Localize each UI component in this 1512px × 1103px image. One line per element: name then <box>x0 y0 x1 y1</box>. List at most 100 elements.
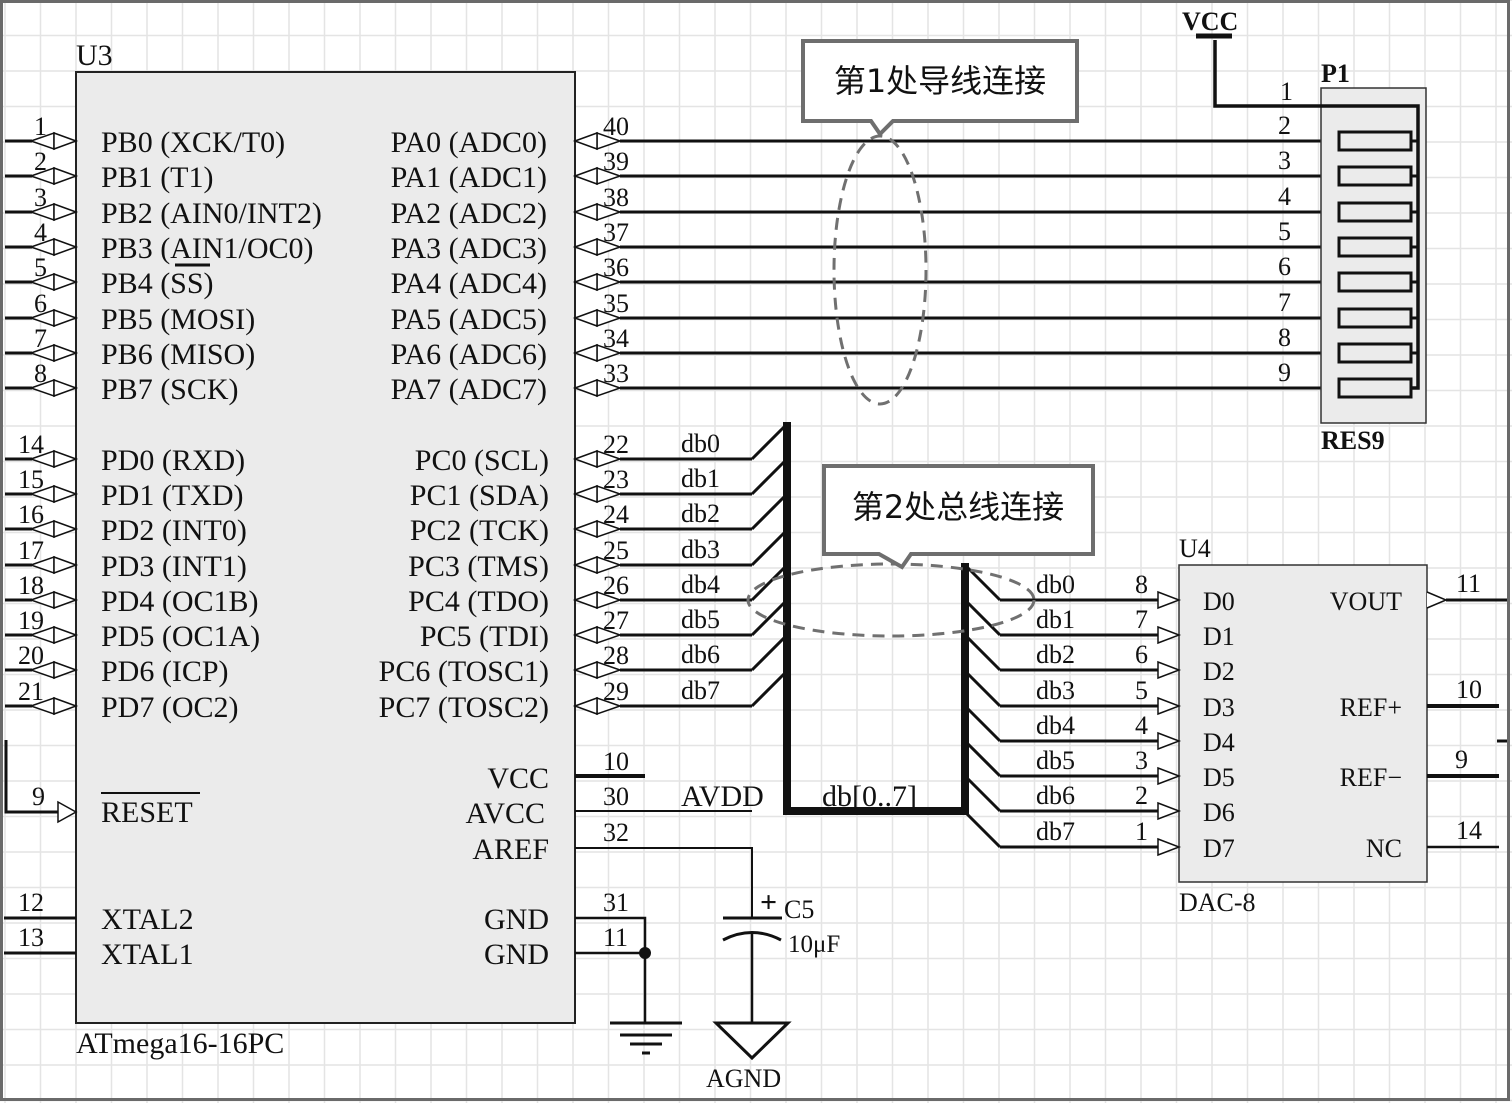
pin-name: PD7 (OC2) <box>101 691 239 724</box>
pin-number: 16 <box>18 500 44 529</box>
bus-db[interactable]: db[0..7] <box>783 422 969 815</box>
vcc-pin-number: 10 <box>603 747 629 776</box>
u4-pin[interactable]: 3D5 <box>1135 746 1235 792</box>
c5-capacitor[interactable]: + C5 10μF <box>722 886 840 1023</box>
pin-number: 34 <box>603 324 629 353</box>
u3-reset-pin[interactable]: 9 RESET <box>4 740 200 829</box>
pin-number: 3 <box>34 183 47 212</box>
u4-pin[interactable]: 1D7 <box>1135 817 1235 863</box>
net-label: db5 <box>681 605 720 634</box>
pin-number: 19 <box>18 606 44 635</box>
pin-name: PA0 (ADC0) <box>391 126 547 159</box>
pin-number: 4 <box>34 218 47 247</box>
resistor-icon <box>1337 342 1413 364</box>
bidirectional-arrow-icon <box>53 166 79 186</box>
pin-name: PB7 (SCK) <box>101 373 239 406</box>
u4-pin[interactable]: 2D6 <box>1135 781 1235 827</box>
pin-number: 6 <box>34 289 47 318</box>
pin-number: 37 <box>603 218 629 247</box>
u3-pin[interactable]: 4 PB3 (AIN1/OC0) <box>5 218 314 265</box>
net-label: db2 <box>681 499 720 528</box>
net-label: db3 <box>1036 676 1075 705</box>
xtal1-pin-number: 13 <box>18 923 44 952</box>
pin-number: 7 <box>1135 605 1148 634</box>
bidirectional-arrow-icon <box>572 625 598 645</box>
bus-entry <box>750 492 789 531</box>
callout-wire-connection: 第1处导线连接 <box>801 39 1079 138</box>
ground-icon <box>610 1021 682 1055</box>
pin-name: REF− <box>1340 763 1402 792</box>
u3-pin[interactable]: 37 PA3 (ADC3) <box>391 218 629 265</box>
pin-name: PA7 (ADC7) <box>391 373 547 406</box>
u3-pin[interactable]: 16 PD2 (INT0) <box>5 500 247 547</box>
u4-pin[interactable]: 5D3 <box>1135 676 1235 722</box>
bidirectional-arrow-icon <box>572 131 598 151</box>
net-label: db4 <box>1036 711 1075 740</box>
agnd-triangle-icon <box>712 1021 792 1061</box>
u4-pin[interactable]: 8D0 <box>1135 570 1235 616</box>
u4-pin[interactable]: 4D4 <box>1135 711 1235 757</box>
pin-name: PA3 (ADC3) <box>391 232 547 265</box>
u3-pin[interactable]: 23 PC1 (SDA) <box>410 465 629 512</box>
pin-name: PC1 (SDA) <box>410 479 549 512</box>
bidirectional-arrow-icon <box>572 555 598 575</box>
bus-entry <box>750 422 789 461</box>
pin-name: D7 <box>1203 834 1235 863</box>
resistor-icon <box>1337 271 1413 293</box>
pin-name: PB3 (AIN1/OC0) <box>101 232 314 265</box>
u3-pin[interactable]: 34 PA6 (ADC6) <box>391 324 629 371</box>
callout-bus-connection: 第2处总线连接 <box>822 464 1095 570</box>
u4-pin[interactable]: 7D1 <box>1135 605 1235 651</box>
pin-number: 3 <box>1135 746 1148 775</box>
pin-name: PA6 (ADC6) <box>391 338 547 371</box>
bus-entry <box>963 633 1002 672</box>
pin-number: 39 <box>603 147 629 176</box>
pin-number: 3 <box>1278 146 1291 175</box>
net-label: db7 <box>681 676 720 705</box>
u4-pin[interactable]: 6D2 <box>1135 640 1235 686</box>
pin-number: 24 <box>603 500 629 529</box>
pin-name: PD2 (INT0) <box>101 514 247 547</box>
bidirectional-arrow-icon <box>53 449 79 469</box>
bidirectional-arrow-icon <box>572 484 598 504</box>
pin-number: 7 <box>34 324 47 353</box>
pin-number: 23 <box>603 465 629 494</box>
bus-entry <box>750 633 789 672</box>
pin-number: 20 <box>18 641 44 670</box>
avdd-net-label: AVDD <box>681 780 764 813</box>
